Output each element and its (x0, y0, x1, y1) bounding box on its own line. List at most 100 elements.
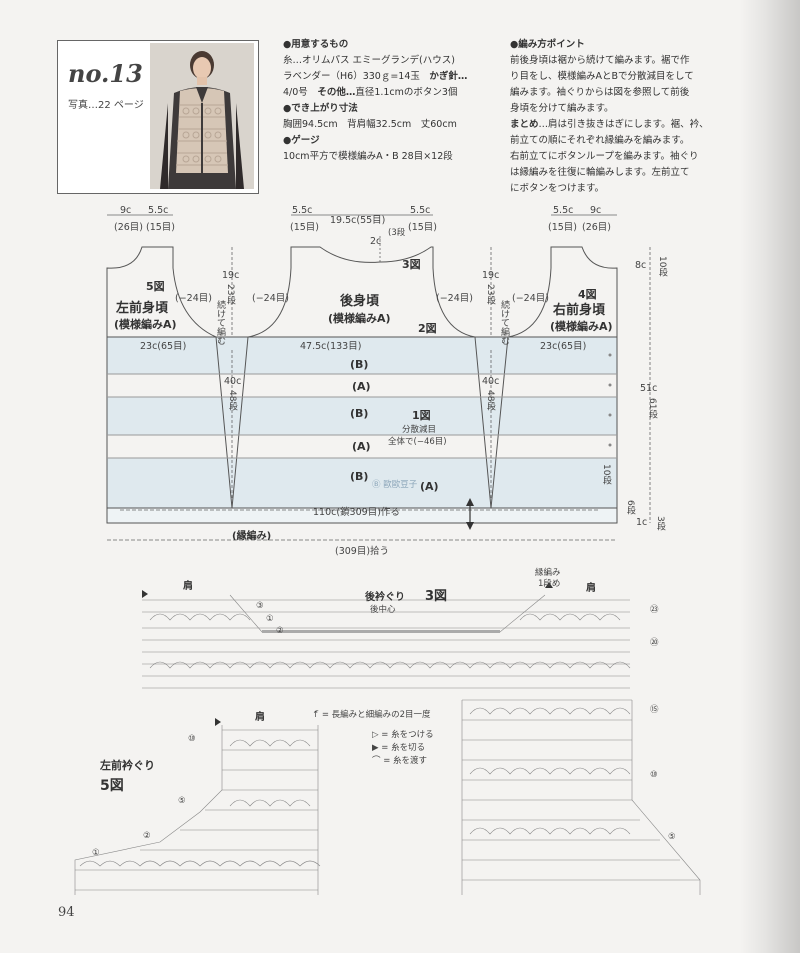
right-edge-rows: 3段 (655, 516, 665, 531)
left-front-pattern: (模様編みA) (114, 318, 177, 331)
right-front-name: 右前身頃 (553, 303, 606, 318)
materials-line3: 4/0号 その他…直径1.1cmのボタン3個 (283, 85, 467, 101)
band-a: (A) (420, 480, 439, 493)
dim-5-5c: 5.5c (148, 205, 169, 216)
chart3-row-label: ③ (256, 601, 264, 611)
left-front-width: 23c(65目) (140, 341, 187, 352)
materials-hook-size: 4/0号 (283, 87, 308, 98)
fig-3: 3図 (402, 258, 421, 271)
pattern-number: no.13 (68, 59, 143, 88)
finish-label: まとめ (510, 119, 539, 130)
fig-5: 5図 (146, 280, 165, 293)
continue-note: 続けて編む (215, 300, 225, 345)
materials-other-label: その他… (317, 87, 356, 98)
side-height: 40c (482, 376, 500, 387)
armhole-height: 19c (222, 270, 240, 281)
dim-26st: (26目) (582, 222, 612, 233)
right-front-width: 23c(65目) (540, 341, 587, 352)
title-box: no.13 写真…22 ページ (57, 40, 259, 194)
edging-label: (縁編み) (232, 531, 272, 542)
chart3-center: 後中心 (370, 605, 396, 615)
watermark: Ⓑ 歐歐豆子 (372, 480, 418, 490)
chart5-row-label: ② (143, 831, 151, 841)
right-mid-rows: 10段 (601, 464, 611, 485)
dim-back-neck: 19.5c(55目) (330, 215, 386, 226)
right-edge-height: 1c (636, 517, 648, 528)
back-pattern: (模様編みA) (328, 312, 391, 325)
points-block: ●編み方ポイント 前後身頃は裾から続けて編みます。裾で作 り目をし、模様編みAと… (510, 37, 709, 197)
dim-9c: 9c (590, 205, 602, 216)
finish-line: は縁編みを往復に輪編みします。左前立て (510, 167, 690, 178)
materials-heading: ●用意するもの (283, 39, 349, 50)
chart3-edge-note: 1段め (538, 579, 561, 589)
dim-15st: (15目) (408, 222, 438, 233)
materials-yarn-amount: ラベンダー（H6）330ｇ=14玉 (283, 71, 420, 82)
photo-reference: 写真…22 ページ (68, 100, 144, 111)
legend-text: = 糸を渡す (383, 756, 428, 766)
band-a: (A) (352, 440, 371, 453)
size-line: 胸囲94.5cm 背肩幅32.5cm 丈60cm (283, 119, 457, 130)
hem-chain: 110c(鎖309目)作る (313, 507, 400, 518)
model-photo-image (150, 43, 254, 189)
decrease-symbol-icon: ↑̄ (312, 710, 320, 720)
book-spine-shadow (740, 0, 800, 953)
neck-rows-value: 3段 (391, 228, 406, 238)
chart5-fig: 5図 (100, 778, 124, 794)
legend-item: ⌒ = 糸を渡す (372, 754, 427, 766)
band-b: (B) (350, 470, 369, 483)
fig-2: 2図 (418, 322, 437, 335)
chart3-row-label: ㉓ (650, 605, 659, 615)
cut-yarn-icon: ▶ (372, 743, 379, 753)
chart3-edge-note: 縁編み (535, 568, 561, 578)
points-line: 編みます。袖ぐりからは図を参照して前後 (510, 87, 690, 98)
chart5-title: 左前衿ぐり (100, 759, 155, 772)
back-width: 47.5c(133目) (300, 341, 362, 352)
model-photo (150, 43, 254, 189)
points-heading: ●編み方ポイント (510, 39, 585, 50)
legend-text: = 糸をつける (381, 730, 434, 740)
legend-item: ▷ = 糸をつける (372, 728, 434, 740)
materials-block: ●用意するもの 糸…オリムパス エミーグランデ(ハウス) ラベンダー（H6）33… (283, 37, 467, 165)
dec-label: (−24目) (436, 293, 473, 304)
dim-15st: (15目) (548, 222, 578, 233)
band-b: (B) (350, 407, 369, 420)
size-heading: ●でき上がり寸法 (283, 103, 358, 114)
fig-4: 4図 (578, 288, 597, 301)
side-height: 40c (224, 376, 242, 387)
dim-5-5c: 5.5c (553, 205, 574, 216)
dec-label: (−24目) (175, 293, 212, 304)
right-low-rows: 6段 (625, 500, 635, 515)
dim-15st: (15目) (290, 222, 320, 233)
fig-1: 1図 (412, 409, 431, 422)
legend-item: ↑̄ = 長編みと細編みの2目一度 (312, 708, 431, 720)
side-rows: 48段 (485, 390, 495, 411)
armhole-height: 19c (482, 270, 500, 281)
armhole-rows: 23段 (485, 284, 495, 305)
dec-label: (−24目) (252, 293, 289, 304)
right-total-height: 51c (640, 383, 658, 394)
fig1-note: 全体で(−46目) (388, 437, 447, 447)
finish-line: まとめ…肩は引き抜きはぎにします。裾、衿、 (510, 117, 709, 133)
band-b: (B) (350, 358, 369, 371)
materials-line1: 糸…オリムパス エミーグランデ(ハウス) (283, 55, 455, 66)
legend-item: ▶ = 糸を切る (372, 741, 425, 753)
fig1-note: 分散減目 (402, 425, 437, 435)
side-rows: 48段 (227, 390, 237, 411)
neck-drop: 2c (370, 236, 382, 247)
points-line: り目をし、模様編みAとBで分散減目をして (510, 71, 694, 82)
points-line: 前後身頃は裾から続けて編みます。裾で作 (510, 55, 690, 66)
gauge-heading: ●ゲージ (283, 135, 320, 146)
right-front-pattern: (模様編みA) (550, 320, 613, 333)
chart5-row-label: ⑩ (188, 734, 196, 744)
finish-line: 右前立てにボタンループを編みます。袖ぐり (510, 151, 699, 162)
dec-label: (−24目) (512, 293, 549, 304)
left-front-name: 左前身頃 (116, 301, 169, 316)
chart3-row-label: ⑳ (650, 638, 659, 648)
chart5-shoulder: 肩 (255, 712, 265, 723)
carry-yarn-icon: ⌒ (372, 756, 381, 766)
finish-line: にボタンをつけます。 (510, 183, 605, 194)
chart3-row-label: ⑮ (650, 705, 659, 715)
chart3-row-label: ⑤ (668, 832, 676, 842)
chart5-row-label: ① (92, 848, 100, 858)
